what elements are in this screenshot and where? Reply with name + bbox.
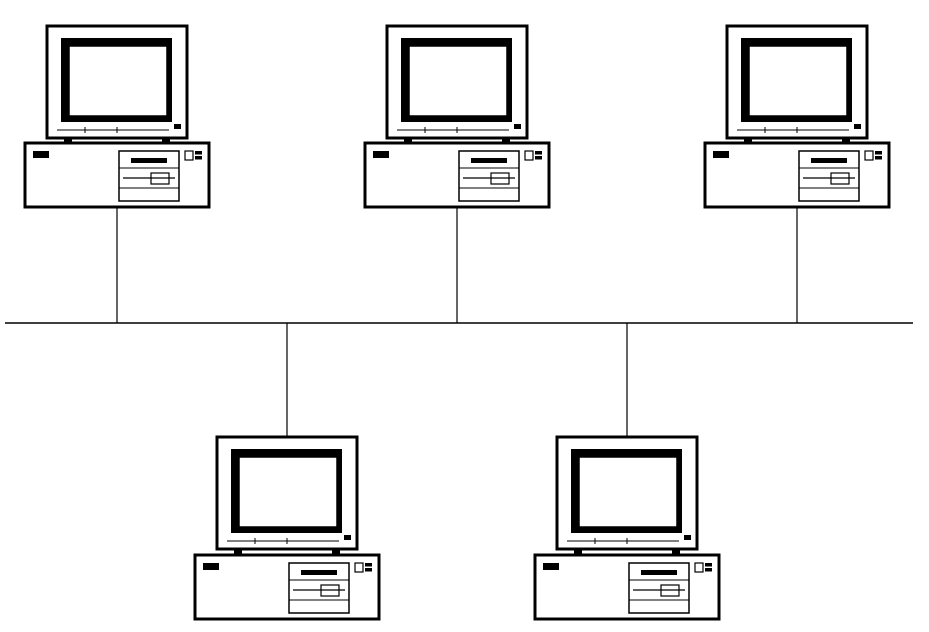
indicator-light — [705, 568, 712, 572]
indicator-light — [365, 568, 372, 572]
screen-display — [238, 456, 338, 528]
cd-drive-slot — [131, 158, 167, 163]
cd-drive-slot — [811, 158, 847, 163]
monitor-power-led — [344, 535, 351, 540]
monitor-foot-right — [672, 549, 680, 554]
monitor-power-led — [514, 124, 521, 129]
desktop-computer-icon — [23, 24, 211, 209]
monitor-foot-left — [64, 138, 72, 143]
floppy-drive-slot — [490, 172, 510, 185]
indicator-light — [195, 151, 202, 155]
indicator-light — [875, 151, 882, 155]
screen-display — [68, 45, 168, 117]
indicator-light — [535, 156, 542, 160]
monitor-foot-right — [502, 138, 510, 143]
monitor-foot-left — [574, 549, 582, 554]
desktop-computer-icon — [363, 24, 551, 209]
desktop-computer-icon — [193, 435, 381, 621]
monitor-foot-left — [234, 549, 242, 554]
system-unit — [23, 141, 211, 209]
monitor-power-led — [684, 535, 691, 540]
monitor-foot-left — [404, 138, 412, 143]
monitor-power-led — [174, 124, 181, 129]
network-links — [116, 207, 798, 437]
power-button-icon — [524, 150, 534, 161]
screen-display — [408, 45, 508, 117]
power-button-icon — [864, 150, 874, 161]
desktop-computer-icon — [533, 435, 721, 621]
indicator-light — [365, 563, 372, 567]
monitor-foot-right — [332, 549, 340, 554]
desktop-computer-icon — [703, 24, 891, 209]
indicator-light — [705, 563, 712, 567]
monitor-power-led — [854, 124, 861, 129]
power-button-icon — [694, 562, 704, 573]
system-unit-badge — [543, 563, 559, 570]
monitor-foot-left — [744, 138, 752, 143]
cd-drive-slot — [301, 570, 337, 575]
network-nodes — [23, 24, 891, 621]
system-unit-badge — [713, 151, 729, 158]
floppy-drive-slot — [660, 584, 680, 597]
power-button-icon — [354, 562, 364, 573]
system-unit-badge — [203, 563, 219, 570]
monitor-foot-right — [162, 138, 170, 143]
system-unit-badge — [33, 151, 49, 158]
system-unit — [363, 141, 551, 209]
floppy-drive-slot — [830, 172, 850, 185]
screen-display — [748, 45, 848, 117]
cd-drive-slot — [471, 158, 507, 163]
system-unit — [703, 141, 891, 209]
floppy-drive-slot — [320, 584, 340, 597]
indicator-light — [195, 156, 202, 160]
system-unit-badge — [373, 151, 389, 158]
system-unit — [533, 553, 721, 621]
cd-drive-slot — [641, 570, 677, 575]
screen-display — [578, 456, 678, 528]
indicator-light — [875, 156, 882, 160]
floppy-drive-slot — [150, 172, 170, 185]
power-button-icon — [184, 150, 194, 161]
monitor-foot-right — [842, 138, 850, 143]
system-unit — [193, 553, 381, 621]
indicator-light — [535, 151, 542, 155]
